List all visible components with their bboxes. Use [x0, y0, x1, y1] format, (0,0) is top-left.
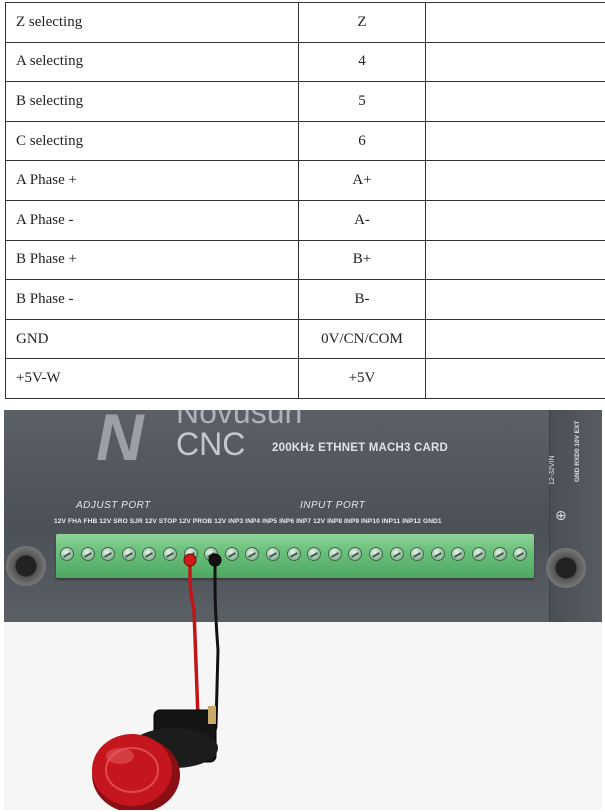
terminal-screw — [369, 547, 383, 561]
signal-value-cell: Z — [298, 2, 426, 43]
signal-value-cell: B+ — [298, 239, 426, 281]
terminal-screw — [472, 547, 486, 561]
brand-cnc: CNC — [176, 426, 246, 462]
empty-cell — [425, 199, 605, 241]
terminal-screw — [60, 547, 74, 561]
empty-cell — [425, 2, 605, 43]
terminal-screw — [80, 547, 95, 561]
empty-cell — [425, 120, 605, 162]
terminal-screw — [245, 547, 260, 561]
signal-value-cell: A- — [298, 199, 426, 241]
signal-name-cell: GND — [5, 318, 299, 360]
signal-name-cell: B Phase - — [5, 279, 299, 320]
signal-value-cell: 6 — [298, 120, 426, 162]
adjust-port-label: ADJUST PORT — [76, 500, 151, 511]
card-title: 200KHz ETHNET MACH3 CARD — [272, 442, 449, 454]
terminal-screw — [451, 547, 466, 561]
table-row: B Phase +B+ — [5, 239, 605, 281]
empty-cell — [425, 239, 605, 281]
mount-hole-left — [6, 546, 46, 586]
estop-wiring — [92, 553, 222, 810]
empty-cell — [425, 41, 605, 83]
terminal-screw — [410, 547, 425, 561]
terminal-screw — [307, 547, 322, 561]
table-row: A Phase +A+ — [5, 160, 605, 201]
signal-value-cell: +5V — [298, 358, 426, 399]
plus-icon: ⊕ — [555, 508, 567, 524]
terminal-screw — [513, 547, 528, 561]
empty-cell — [425, 160, 605, 201]
terminal-pin-labels: 12V FHA FHB 12V SRO SJR 12V STOP 12V PRO… — [54, 518, 442, 525]
terminal-screw — [266, 547, 280, 561]
signal-value-cell: 4 — [298, 41, 426, 83]
signal-name-cell: A selecting — [5, 41, 299, 83]
input-port-label: INPUT PORT — [300, 500, 366, 511]
terminal-screw — [101, 547, 116, 561]
controller-board: N Novusun CNC 200KHz ETHNET MACH3 CARD A… — [4, 410, 602, 622]
red-wire-terminal — [183, 553, 197, 567]
signal-name-cell: B Phase + — [5, 239, 299, 281]
terminal-screw — [430, 547, 445, 561]
controller-photo: N Novusun CNC 200KHz ETHNET MACH3 CARD A… — [4, 410, 602, 810]
empty-cell — [425, 358, 605, 399]
terminal-screw — [327, 547, 342, 561]
mount-hole-right — [546, 548, 586, 588]
terminal-screw — [348, 547, 363, 561]
table-row: +5V-W+5V — [5, 358, 605, 399]
terminal-screw — [492, 547, 507, 561]
terminal-screw — [121, 547, 136, 561]
terminal-screw — [142, 547, 157, 561]
signal-name-cell: B selecting — [5, 81, 299, 122]
brand-name: Novusun — [176, 410, 303, 430]
terminal-screw — [224, 547, 239, 561]
estop-contact — [208, 706, 216, 724]
signal-value-cell: B- — [298, 279, 426, 320]
signal-name-cell: C selecting — [5, 120, 299, 162]
empty-cell — [425, 318, 605, 360]
estop-highlight — [106, 748, 134, 764]
table-row: A Phase -A- — [5, 199, 605, 241]
signal-value-cell: A+ — [298, 160, 426, 201]
signal-name-cell: A Phase + — [5, 160, 299, 201]
signal-name-cell: Z selecting — [5, 2, 299, 43]
terminal-screw — [286, 547, 301, 561]
table-row: B Phase -B- — [5, 279, 605, 320]
signal-name-cell: A Phase - — [5, 199, 299, 241]
signal-name-cell: +5V-W — [5, 358, 299, 399]
black-wire-terminal — [208, 553, 222, 567]
estop-arrow-ring — [105, 747, 159, 793]
brand-logo-n: N — [96, 410, 144, 474]
empty-cell — [425, 81, 605, 122]
empty-cell — [425, 279, 605, 320]
red-wire — [188, 562, 201, 746]
terminal-screw — [163, 547, 177, 561]
estop-mushroom-cap — [92, 734, 172, 806]
emergency-stop-button — [92, 706, 218, 810]
signal-value-cell: 5 — [298, 81, 426, 122]
terminal-screw — [389, 547, 404, 561]
signal-value-cell: 0V/CN/COM — [298, 318, 426, 360]
